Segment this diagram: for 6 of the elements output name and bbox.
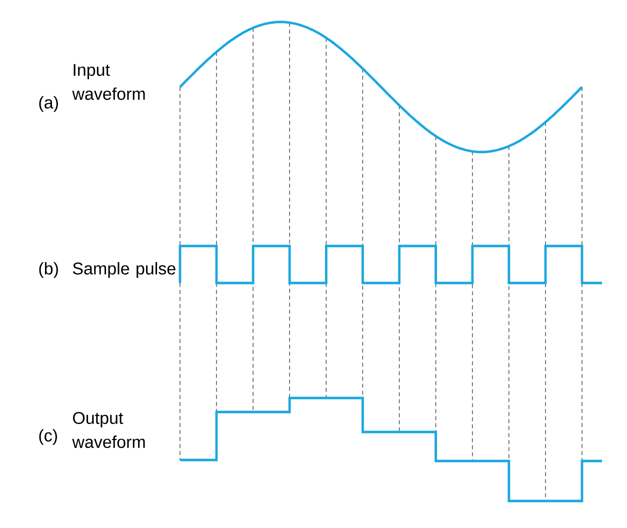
panel-letter: (b)	[39, 262, 58, 278]
panel-letter: (c)	[39, 429, 57, 445]
waveform-label: Input waveform	[72, 64, 145, 100]
waveform-label: Sample pulse	[72, 262, 176, 278]
panel-letter: (a)	[39, 96, 58, 112]
waveform-label: Output waveform	[72, 412, 145, 448]
